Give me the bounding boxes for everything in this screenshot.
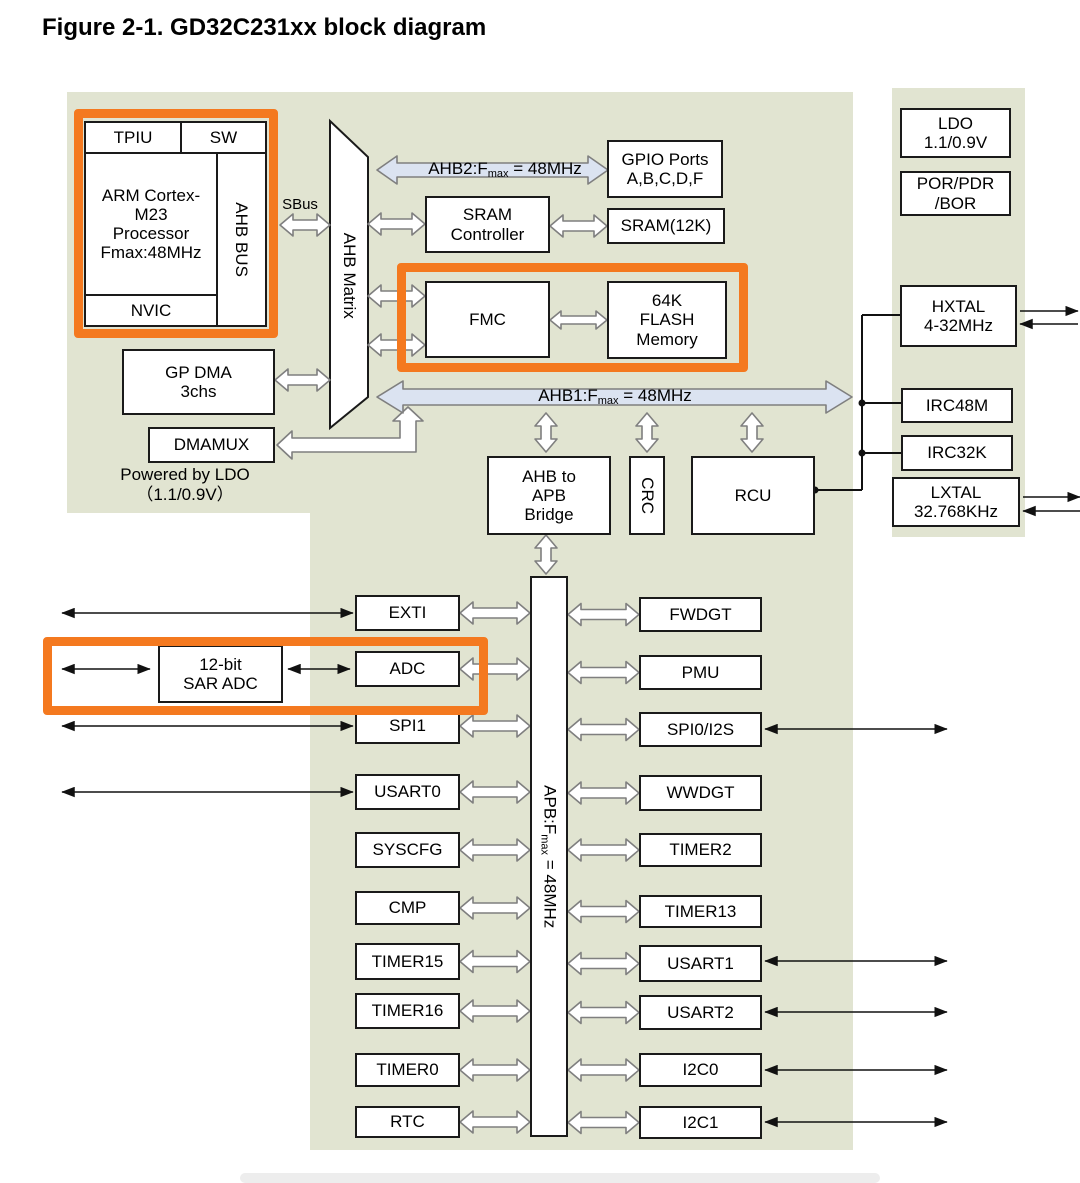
box-cpu-subsystem: TPIU SW ARM Cortex- M23 Processor Fmax:4… (84, 121, 267, 327)
bus-arrow (459, 949, 531, 974)
box-irc32k: IRC32K (901, 435, 1013, 471)
box-lxtal: LXTAL 32.768KHz (892, 477, 1020, 527)
box-por-pdr-bor: POR/PDR /BOR (900, 171, 1011, 216)
box-ldo: LDO 1.1/0.9V (900, 108, 1011, 158)
box-pmu: PMU (639, 655, 762, 690)
box-dmamux: DMAMUX (148, 427, 275, 463)
bus-arrow (567, 838, 640, 862)
page-bottom-strip (240, 1173, 880, 1183)
bus-arrow (567, 1000, 640, 1025)
bus-arrow (534, 412, 558, 453)
bus-arrow (567, 602, 640, 627)
bus-arrow (549, 310, 608, 330)
junction-dot (858, 399, 866, 407)
box-timer2: TIMER2 (639, 833, 762, 867)
box-rcu: RCU (691, 456, 815, 535)
bus-arrow (274, 368, 331, 392)
ahb-bus-arrow (376, 380, 853, 414)
bus-arrow (567, 660, 640, 685)
box-sram-controller: SRAM Controller (425, 196, 550, 253)
ahb1-bus-label: AHB1:Fmax = 48MHz (538, 386, 692, 408)
bus-arrow (567, 899, 640, 924)
bus-arrow (459, 838, 531, 862)
bus-arrow (567, 951, 640, 976)
ahb-bus-label: AHB BUS (232, 202, 252, 277)
box-i2c1: I2C1 (639, 1106, 762, 1139)
box-nvic: NVIC (86, 294, 218, 325)
box-syscfg: SYSCFG (355, 832, 460, 868)
box-gp-dma: GP DMA 3chs (122, 349, 275, 415)
box-sar-adc: 12-bit SAR ADC (158, 645, 283, 703)
box-i2c0: I2C0 (639, 1053, 762, 1087)
bus-arrow (459, 1058, 531, 1082)
apb-bus-bar: APB:Fmax = 48MHz (530, 576, 568, 1137)
box-ahb-bus: AHB BUS (218, 154, 265, 325)
box-irc48m: IRC48M (901, 388, 1013, 423)
box-usart2: USART2 (639, 995, 762, 1030)
box-sw: SW (182, 123, 265, 154)
box-exti: EXTI (355, 595, 460, 631)
box-hxtal: HXTAL 4-32MHz (900, 285, 1017, 347)
bus-arrow (459, 714, 531, 738)
box-flash-memory: 64K FLASH Memory (607, 281, 727, 359)
box-wwdgt: WWDGT (639, 775, 762, 811)
crc-label: CRC (637, 477, 657, 514)
powered-by-ldo-note: Powered by LDO （1.1/0.9V） (120, 465, 250, 504)
junction-dot (858, 449, 866, 457)
bus-arrow (567, 781, 640, 805)
box-spi1: SPI1 (355, 708, 460, 744)
bus-arrow (635, 412, 659, 453)
box-ahb-apb-bridge: AHB to APB Bridge (487, 456, 611, 535)
box-sram-12k: SRAM(12K) (607, 208, 725, 244)
box-adc: ADC (355, 651, 460, 687)
box-gpio-ports: GPIO Ports A,B,C,D,F (607, 140, 723, 198)
box-usart0: USART0 (355, 774, 460, 810)
bus-arrow (549, 214, 608, 238)
apb-bus-label: APB:Fmax = 48MHz (538, 784, 560, 929)
box-fmc: FMC (425, 281, 550, 358)
bus-arrow (459, 999, 531, 1023)
box-timer15: TIMER15 (355, 943, 460, 980)
bus-arrow (459, 601, 531, 625)
box-timer0: TIMER0 (355, 1053, 460, 1087)
bus-arrow (740, 412, 764, 453)
box-rtc: RTC (355, 1106, 460, 1138)
bus-arrow (459, 1110, 531, 1134)
box-spi0-i2s: SPI0/I2S (639, 712, 762, 747)
dmamux-arrow (276, 406, 424, 460)
bus-arrow (567, 717, 640, 742)
box-crc: CRC (629, 456, 665, 535)
bus-arrow (459, 657, 531, 681)
bus-arrow (567, 1058, 640, 1082)
ahb-matrix-shape (329, 118, 369, 431)
box-arm-cortex-m23: ARM Cortex- M23 Processor Fmax:48MHz (86, 154, 218, 294)
bus-arrow (459, 896, 531, 920)
ahb-matrix-label: AHB Matrix (339, 233, 359, 319)
bus-arrow (534, 534, 558, 575)
bus-arrow (567, 1110, 640, 1135)
box-usart1: USART1 (639, 945, 762, 982)
box-cmp: CMP (355, 891, 460, 925)
bus-arrow (279, 213, 331, 237)
bus-arrow (459, 780, 531, 804)
ahb2-bus-label: AHB2:Fmax = 48MHz (428, 159, 582, 181)
box-timer16: TIMER16 (355, 993, 460, 1029)
figure-title: Figure 2-1. GD32C231xx block diagram (42, 14, 487, 41)
box-timer13: TIMER13 (639, 895, 762, 928)
box-tpiu: TPIU (86, 123, 182, 154)
sbus-label: SBus (282, 196, 318, 214)
box-fwdgt: FWDGT (639, 597, 762, 632)
